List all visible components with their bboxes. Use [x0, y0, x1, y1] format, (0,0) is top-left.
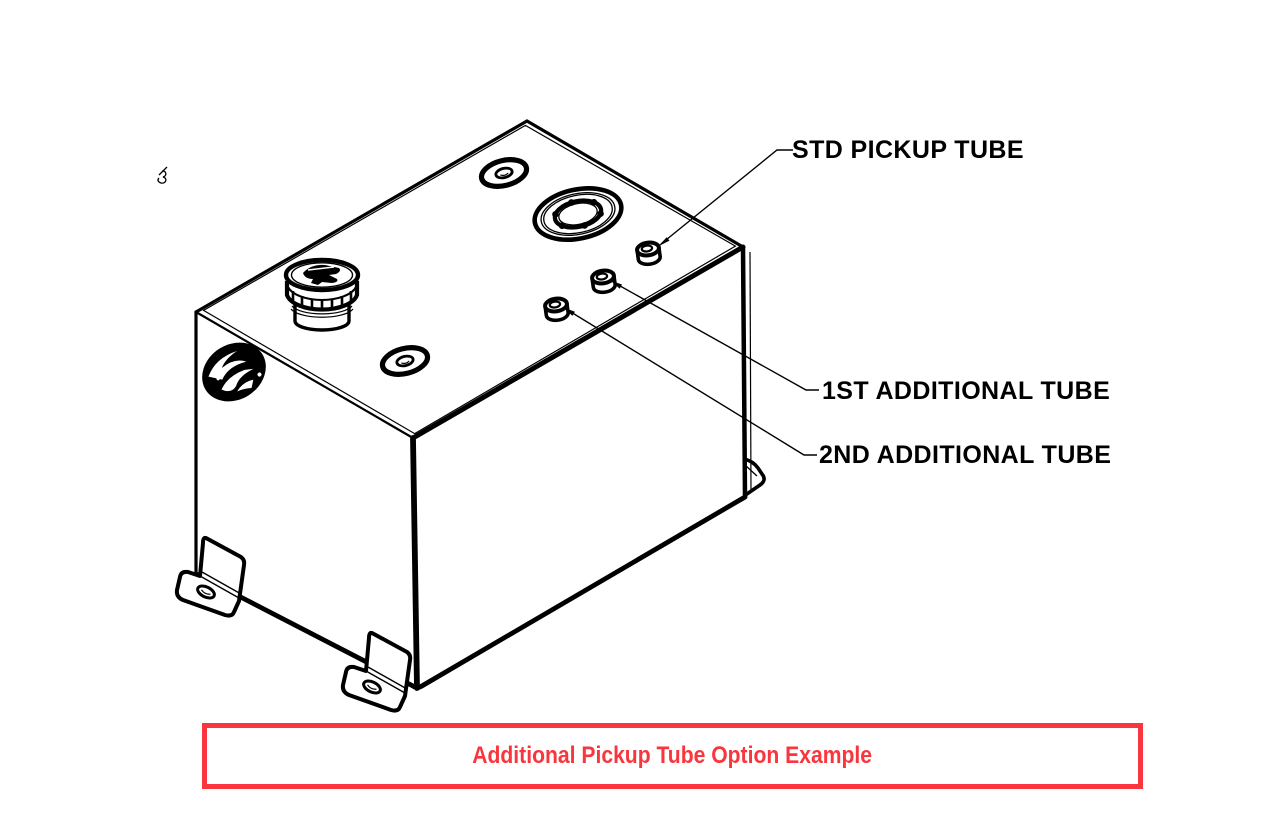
std-pickup-tube-stub [634, 239, 664, 268]
leader-arrowheads [563, 237, 670, 316]
leader-second [565, 308, 817, 456]
leader-lines [565, 149, 819, 456]
tank-body [193, 119, 752, 691]
suction-flange [532, 186, 624, 242]
filler-cap [283, 257, 361, 332]
caption-text: Additional Pickup Tube Option Example [472, 742, 873, 769]
caption-box: Additional Pickup Tube Option Example [202, 723, 1143, 789]
callout-second-additional-tube: 2ND ADDITIONAL TUBE [819, 441, 1112, 469]
callout-first-additional-tube: 1ST ADDITIONAL TUBE [822, 377, 1111, 405]
callout-std-pickup-tube: STD PICKUP TUBE [792, 136, 1024, 164]
leader-std [660, 149, 793, 245]
stray-mark [157, 166, 168, 184]
brand-badge [202, 342, 266, 402]
leader-first [612, 281, 819, 391]
top-rim-line [202, 124, 737, 435]
second-additional-tube-stub [542, 295, 572, 324]
